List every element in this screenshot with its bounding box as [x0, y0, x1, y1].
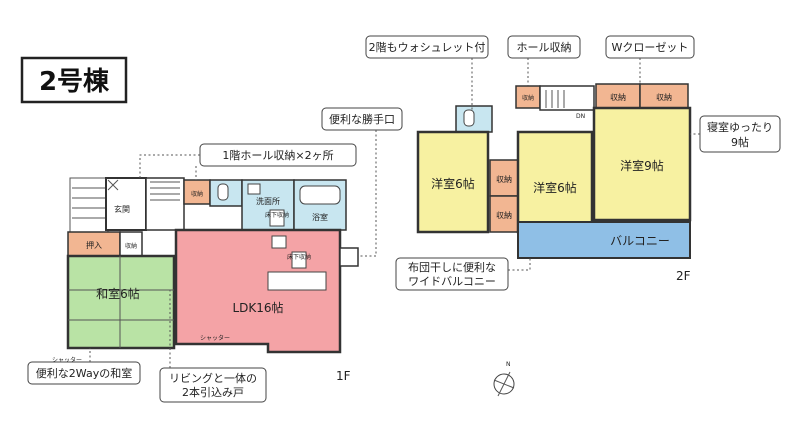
washitsu-label: 和室6帖	[96, 286, 140, 301]
toilet-icon	[217, 183, 229, 201]
underfloor-storage-2-label: 床下収納	[287, 253, 311, 261]
stair-2f	[539, 85, 595, 111]
western-room-a-label: 洋室6帖	[431, 176, 475, 191]
callout-washlet: 2階もウォシュレット付	[365, 35, 489, 110]
oshiire-label: 押入	[86, 240, 102, 250]
toilet-2f	[455, 105, 493, 133]
w-closet-2	[639, 83, 689, 109]
ldk-room	[174, 228, 342, 354]
callout-w-closet: Wクローゼット	[605, 35, 695, 84]
western-room-c-label: 洋室9帖	[620, 158, 664, 173]
balcony	[517, 221, 691, 259]
western-room-c	[592, 106, 692, 222]
callout-hall-storage-1f-text: 1階ホール収納×2ヶ所	[222, 148, 333, 162]
w-closet-2-label: 収納	[656, 92, 672, 102]
callout-balcony-text-2: ワイドバルコニー	[408, 275, 496, 288]
shutter-1-label: シャッター	[52, 356, 82, 364]
hall-storage-1f-label: 収納	[191, 190, 203, 198]
callout-hall-storage-1f: 1階ホール収納×2ヶ所	[139, 143, 357, 180]
balcony-label: バルコニー	[610, 234, 670, 248]
ldk-label: LDK16帖	[232, 300, 283, 315]
western-room-b-label: 洋室6帖	[533, 180, 577, 195]
callout-hall-storage: ホール収納	[507, 35, 581, 86]
callout-twoway-text: 便利な2Wayの和室	[36, 366, 132, 380]
building-title-text: 2号棟	[39, 67, 110, 97]
callout-kattegu-text: 便利な勝手口	[329, 112, 395, 126]
floor-1-label: 1F	[336, 369, 351, 383]
callout-bedroom-text-2: 9帖	[731, 136, 749, 149]
genkan-label: 玄関	[114, 204, 130, 214]
callout-hall-storage-text: ホール収納	[517, 41, 572, 54]
floor-2-label: 2F	[676, 269, 691, 283]
callout-w-closet-text: Wクローゼット	[612, 41, 689, 54]
floor-1-plan: 玄関 UP 収納 洗面所 床下収納 浴室 押入 収納 和室6帖	[52, 177, 359, 383]
w-closet-1	[595, 83, 641, 109]
callout-bedroom-text-1: 寝室ゆったり	[707, 120, 773, 134]
mid-storage-1-label: 収納	[496, 174, 512, 184]
porch	[69, 177, 109, 233]
callout-kattegu: 便利な勝手口	[321, 107, 403, 257]
shutter-2-label: シャッター	[200, 334, 230, 342]
callout-twoway: 便利な2Wayの和室	[27, 348, 141, 385]
callout-balcony: 布団干しに便利な ワイドバルコニー	[395, 257, 531, 291]
callout-sliding-text-2: 2本引込み戸	[182, 385, 244, 399]
compass-icon: N	[493, 361, 515, 397]
western-room-b	[516, 130, 594, 234]
fridge-icon	[271, 235, 287, 249]
callout-washlet-text: 2階もウォシュレット付	[369, 40, 486, 54]
floor-2-plan: 収納 DN 収納 収納 洋室6帖 収納 収納 洋室6帖 洋室9帖 バルコニー 2…	[416, 83, 692, 283]
w-closet-1-label: 収納	[610, 92, 626, 102]
hall-storage-2f-label: 収納	[522, 94, 534, 102]
callout-sliding: リビングと一体の 2本引込み戸	[159, 290, 267, 403]
sink-icon	[247, 183, 261, 195]
bathtub-icon	[299, 185, 341, 205]
stair-hall	[145, 177, 185, 231]
toilet-2f-icon	[463, 109, 475, 127]
callout-sliding-text-1: リビングと一体の	[169, 371, 257, 385]
mid-storage-2-label: 収納	[496, 210, 512, 220]
western-room-a	[416, 130, 490, 234]
callout-balcony-text-1: 布団干しに便利な	[408, 261, 496, 274]
kitchen-door	[339, 247, 359, 267]
dn-label: DN	[576, 113, 585, 120]
underfloor-storage-1-label: 床下収納	[265, 211, 289, 219]
callout-bedroom: 寝室ゆったり 9帖	[690, 115, 781, 153]
small-storage-1f-label: 収納	[125, 242, 137, 250]
genkan-room	[105, 177, 147, 231]
bathroom-label: 浴室	[312, 212, 328, 222]
compass-north-label: N	[506, 361, 511, 368]
kitchen-counter	[267, 271, 327, 291]
washroom-label: 洗面所	[256, 196, 280, 206]
washitsu-room	[66, 254, 176, 350]
building-title: 2号棟	[20, 56, 128, 104]
